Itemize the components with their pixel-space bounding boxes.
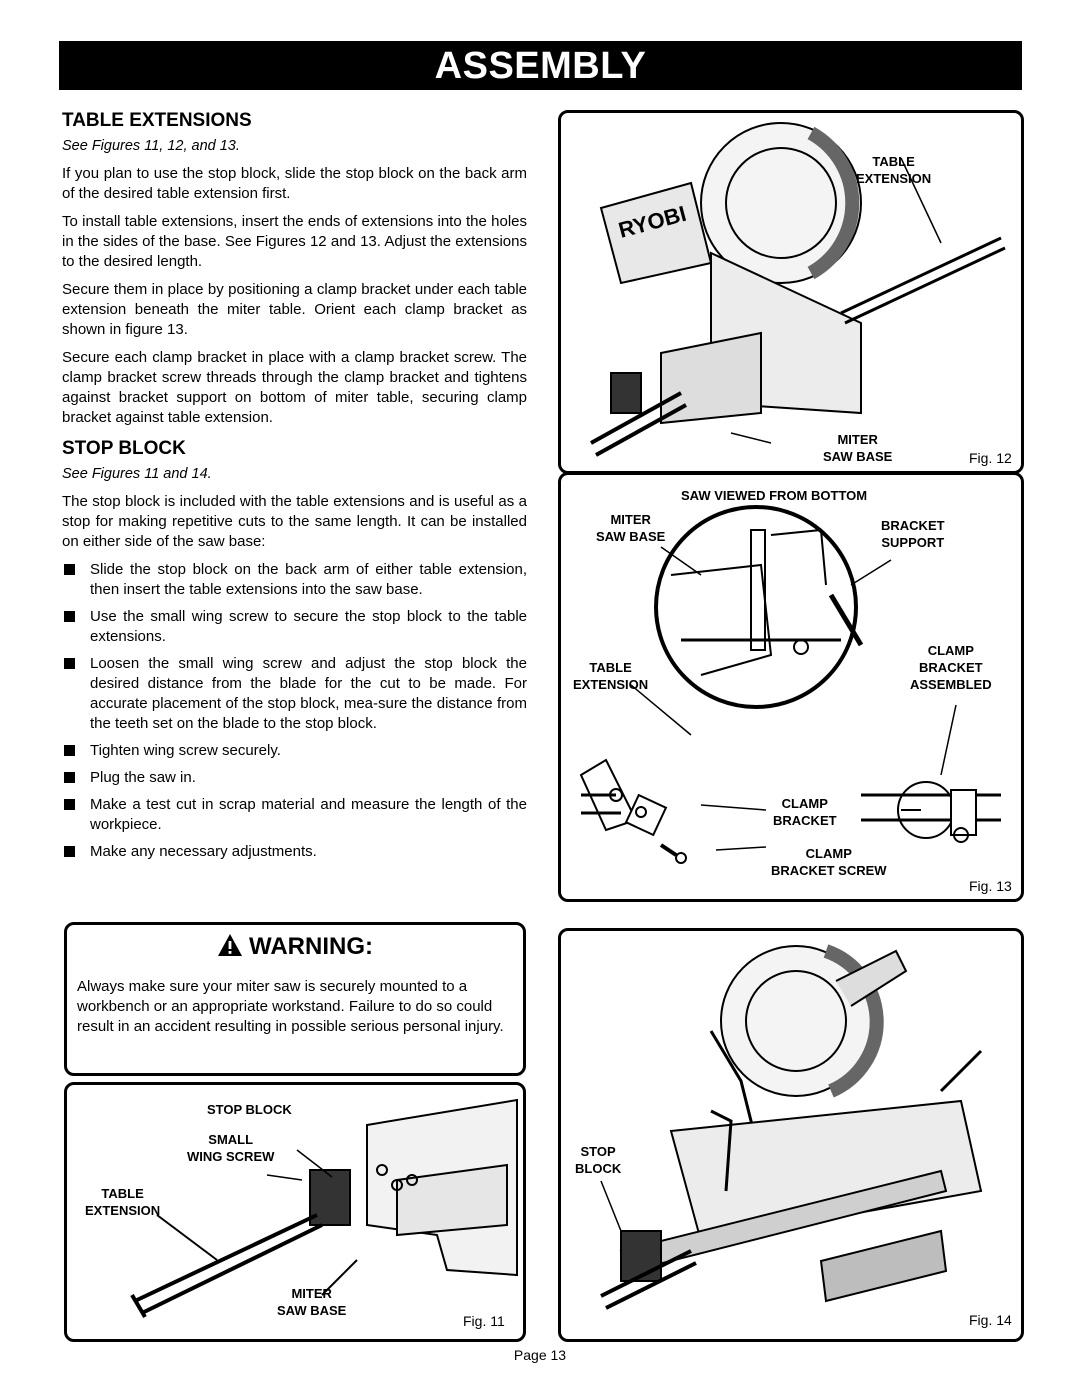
stop-block-steps: Slide the stop block on the back arm of … [62, 560, 527, 862]
bullet-square-icon [64, 799, 75, 810]
fig13-illustration [579, 505, 1001, 864]
warning-heading: WARNING: [67, 933, 523, 961]
fig12-number: Fig. 12 [969, 450, 1012, 466]
list-item: Make any necessary adjustments. [62, 842, 527, 862]
bullet-square-icon [64, 611, 75, 622]
stop-block-heading: STOP BLOCK [62, 438, 186, 459]
warning-text: Always make sure your miter saw is secur… [77, 978, 504, 1035]
fig13-bracket-support-label: BRACKET SUPPORT [881, 518, 945, 550]
fig11-stop-block-label: STOP BLOCK [207, 1102, 292, 1117]
stop-block-ref: See Figures 11 and 14. [62, 466, 212, 482]
figure-13: SAW VIEWED FROM BOTTOM MITER SAW BASE BR… [558, 472, 1024, 902]
paragraph: If you plan to use the stop block, slide… [62, 165, 527, 202]
paragraph: Secure them in place by positioning a cl… [62, 281, 527, 338]
fig13-table-extension-label: TABLE EXTENSION [573, 660, 649, 692]
fig14-number: Fig. 14 [969, 1312, 1012, 1328]
fig11-number: Fig. 11 [463, 1313, 505, 1329]
paragraph: Secure each clamp bracket in place with … [62, 349, 527, 426]
figure-11: STOP BLOCK SMALL WING SCREW TABLE EXTENS… [64, 1082, 526, 1342]
section-banner: ASSEMBLY [59, 41, 1022, 90]
figure-12: RYOBI TABLE EXTENSION MITER SAW BASE Fig… [558, 110, 1024, 474]
list-item: Make a test cut in scrap material and me… [62, 795, 527, 835]
fig14-illustration [600, 944, 983, 1310]
fig11-table-extension-label: TABLE EXTENSION [85, 1186, 161, 1218]
warning-box: WARNING: Always make sure your miter saw… [64, 922, 526, 1076]
figure-14: STOP BLOCK Fig. 14 [558, 928, 1024, 1342]
fig13-miter-saw-base-label: MITER SAW BASE [596, 512, 666, 544]
fig11-small-wing-screw-label: SMALL WING SCREW [187, 1132, 275, 1164]
fig11-illustration [130, 1098, 518, 1319]
fig13-clamp-bracket-screw-label: CLAMP BRACKET SCREW [771, 846, 887, 878]
fig11-miter-saw-base-label: MITER SAW BASE [277, 1286, 347, 1318]
fig13-clamp-bracket-assembled-label: CLAMP BRACKET ASSEMBLED [910, 643, 992, 692]
stop-block-intro: The stop block is included with the tabl… [62, 493, 527, 550]
warning-triangle-icon [218, 934, 242, 956]
bullet-square-icon [64, 846, 75, 857]
fig14-stop-block-label: STOP BLOCK [575, 1144, 622, 1176]
list-item: Use the small wing screw to secure the s… [62, 607, 527, 647]
bullet-square-icon [64, 745, 75, 756]
fig13-clamp-bracket-label: CLAMP BRACKET [773, 796, 837, 828]
bullet-square-icon [64, 658, 75, 669]
list-item: Tighten wing screw securely. [62, 741, 527, 761]
left-column: TABLE EXTENSIONS See Figures 11, 12, and… [62, 110, 527, 869]
bullet-square-icon [64, 564, 75, 575]
fig13-saw-viewed-label: SAW VIEWED FROM BOTTOM [681, 488, 868, 503]
list-item: Plug the saw in. [62, 768, 527, 788]
page-number: Page 13 [513, 1347, 567, 1363]
table-extensions-heading: TABLE EXTENSIONS [62, 110, 252, 131]
fig12-miter-saw-base-label: MITER SAW BASE [823, 432, 893, 464]
fig13-number: Fig. 13 [969, 878, 1012, 894]
list-item: Loosen the small wing screw and adjust t… [62, 654, 527, 734]
paragraph: To install table extensions, insert the … [62, 213, 527, 270]
table-extensions-ref: See Figures 11, 12, and 13. [62, 138, 240, 154]
fig12-illustration: RYOBI [590, 122, 1006, 457]
fig12-table-extension-label: TABLE EXTENSION [856, 154, 932, 186]
bullet-square-icon [64, 772, 75, 783]
list-item: Slide the stop block on the back arm of … [62, 560, 527, 600]
